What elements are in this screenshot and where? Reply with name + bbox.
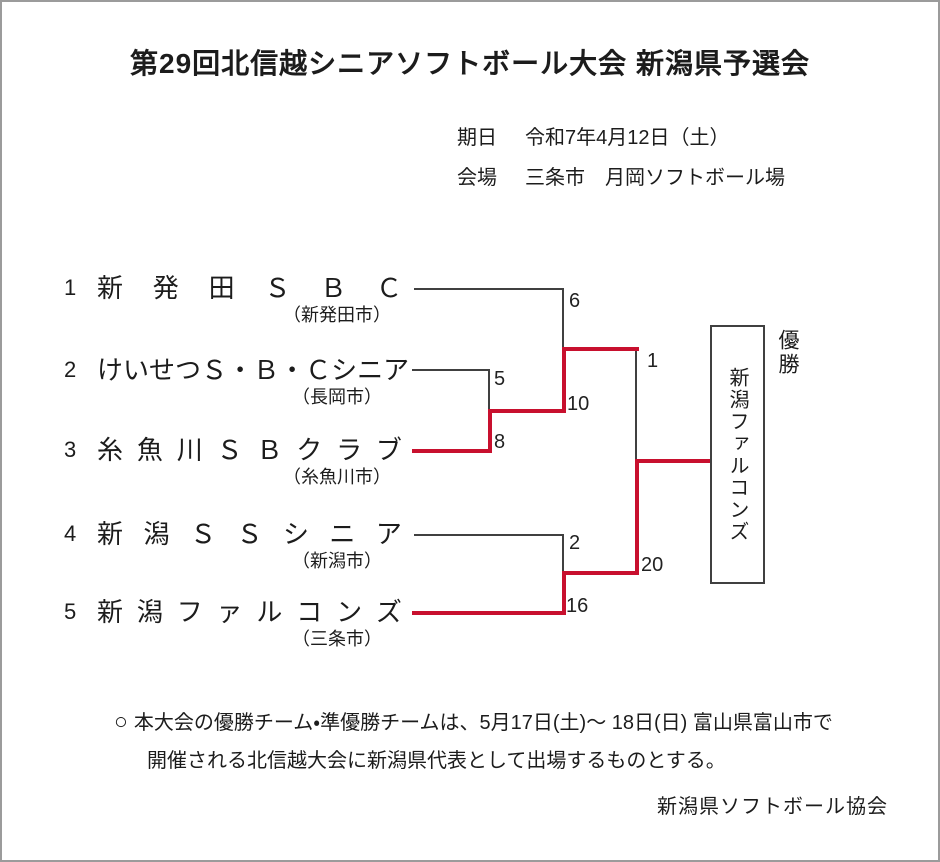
team-seed: 1 xyxy=(64,275,77,300)
team-city: （三条市） xyxy=(292,629,382,649)
venue-value: 三条市 月岡ソフトボール場 xyxy=(525,167,785,189)
date-line: 期日 令和7年4月12日（土） xyxy=(457,118,785,158)
venue-line: 会場 三条市 月岡ソフトボール場 xyxy=(457,158,785,198)
bracket-connector-semi2 xyxy=(562,534,564,572)
winner-connector-final xyxy=(635,459,639,575)
team-city: （新潟市） xyxy=(292,551,382,571)
bracket-connector-round1 xyxy=(488,369,490,410)
team-name: 新潟ファルコンズ xyxy=(97,597,402,627)
score-round1-top: 5 xyxy=(494,368,506,390)
date-label: 期日 xyxy=(457,127,497,149)
note: ○本大会の優勝チーム・準優勝チームは、5月17日(土)～ 18日(日) 富山県富… xyxy=(114,702,874,780)
bracket-connector-semi1 xyxy=(562,288,564,348)
team-seed: 4 xyxy=(64,521,77,546)
winner-line-final xyxy=(635,459,710,463)
note-line-1-text: 本大会の優勝チーム・準優勝チームは、5月17日(土)～ 18日(日) 富山県富山… xyxy=(133,712,833,734)
score-semi1-bottom: 10 xyxy=(567,393,590,415)
venue-label: 会場 xyxy=(457,167,497,189)
note-bullet: ○ xyxy=(114,708,128,734)
team-seed: 5 xyxy=(64,599,77,624)
score-round1-bottom: 8 xyxy=(494,431,506,453)
note-line-2: 開催される北信越大会に新潟県代表として出場するものとする。 xyxy=(147,750,726,772)
team-city: （糸魚川市） xyxy=(283,467,391,487)
winner-connector-round1 xyxy=(488,409,492,453)
winner-line-round1 xyxy=(488,409,566,413)
champion-label: 優勝 xyxy=(776,329,799,377)
champion-box: 新潟ファルコンズ xyxy=(710,325,765,584)
champion-name: 新潟ファルコンズ xyxy=(726,366,748,543)
winner-line-team5 xyxy=(412,611,566,615)
team-row-5: 5 新潟ファルコンズ （三条市） xyxy=(62,596,407,656)
note-line-1: ○本大会の優勝チーム・準優勝チームは、5月17日(土)～ 18日(日) 富山県富… xyxy=(114,702,874,742)
footer-credit: 新潟県ソフトボール協会 xyxy=(657,796,888,818)
bracket-line-team2 xyxy=(412,369,488,371)
team-seed: 2 xyxy=(64,357,77,382)
bracket-line-team1 xyxy=(414,288,564,290)
winner-line-semi1 xyxy=(562,347,639,351)
bracket-connector-final xyxy=(635,347,637,460)
winner-line-semi2 xyxy=(562,571,639,575)
winner-connector-semi1 xyxy=(562,347,566,413)
winner-connector-semi2 xyxy=(562,571,566,615)
team-seed: 3 xyxy=(64,437,77,462)
score-final-top: 1 xyxy=(647,350,659,372)
score-semi2-bottom: 16 xyxy=(566,595,589,617)
score-semi2-top: 2 xyxy=(569,532,581,554)
team-city: （新発田市） xyxy=(283,305,391,325)
page-title: 第29回北信越シニアソフトボール大会 新潟県予選会 xyxy=(130,48,810,79)
event-meta: 期日 令和7年4月12日（土） 会場 三条市 月岡ソフトボール場 xyxy=(457,118,785,198)
score-final-bottom: 20 xyxy=(641,554,664,576)
date-value: 令和7年4月12日（土） xyxy=(525,127,730,149)
bracket-line-team4 xyxy=(414,534,564,536)
winner-line-team3 xyxy=(412,449,492,453)
team-city: （長岡市） xyxy=(292,387,382,407)
score-semi1-top: 6 xyxy=(569,290,581,312)
